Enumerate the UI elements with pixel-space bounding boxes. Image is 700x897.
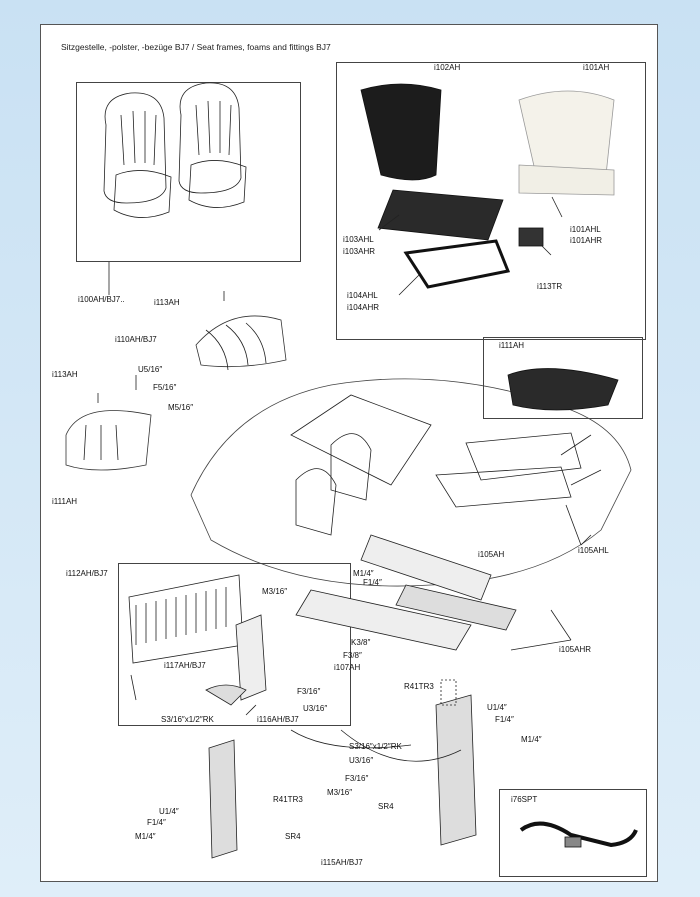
shell-detail-box	[483, 337, 643, 419]
label-M3-16-a: M3/16″	[262, 587, 288, 596]
rear-panel-box	[118, 563, 351, 726]
label-M3-16-b: M3/16″	[327, 788, 353, 797]
label-M1-4-a: M1/4″	[353, 569, 374, 578]
label-i111AH: i111AH	[52, 497, 78, 506]
label-i105AHR: i105AHR	[559, 645, 592, 654]
label-F3-8: F3/8″	[343, 651, 362, 660]
label-i113AH-upper: i113AH	[154, 298, 180, 307]
label-SR4-b: SR4	[285, 832, 301, 841]
label-i112AH: i112AH/BJ7	[66, 569, 108, 578]
label-F1-4-b: F1/4″	[495, 715, 514, 724]
label-i76SPT: i76SPT	[511, 795, 538, 804]
label-i113TR: i113TR	[537, 282, 563, 291]
label-F5-16: F5/16″	[153, 383, 177, 392]
label-i104AHL: i104AHL	[347, 291, 378, 300]
label-F3-16-b: F3/16″	[345, 774, 369, 783]
catalog-sheet: Sitzgestelle, -polster, -bezüge BJ7 / Se…	[40, 24, 658, 882]
label-M1-4-b: M1/4″	[521, 735, 542, 744]
parts-drawing	[65, 82, 638, 859]
label-M1-4-c: M1/4″	[135, 832, 156, 841]
label-R41TR3-a: R41TR3	[404, 682, 434, 691]
label-i101AHL: i101AHL	[570, 225, 601, 234]
label-U1-4-b: U1/4″	[159, 807, 179, 816]
label-i111AH-box: i111AH	[499, 341, 525, 350]
label-i110AH: i110AH/BJ7	[115, 335, 157, 344]
seat-cushion-upper	[195, 315, 287, 368]
seat-diaphragm	[403, 239, 511, 289]
label-S3-16-a: S3/16″x1/2″RK	[161, 715, 214, 724]
label-i117AH: i117AH/BJ7	[164, 661, 206, 670]
seat-shell-box	[336, 62, 646, 340]
label-SR4-a: SR4	[378, 802, 394, 811]
label-i107AH: i107AH	[334, 663, 361, 672]
label-S3-16-b: S3/16″x1/2″RK	[349, 742, 402, 751]
seat-belt	[519, 821, 638, 848]
label-U5-16: U5/16″	[138, 365, 163, 374]
label-i101AH: i101AH	[583, 63, 610, 72]
label-U3-16-a: U3/16″	[303, 704, 328, 713]
label-i100AH: i100AH/BJ7..	[78, 295, 125, 304]
label-U3-16-b: U3/16″	[349, 756, 374, 765]
label-i103AHL: i103AHL	[343, 235, 374, 244]
label-F1-4-c: F1/4″	[147, 818, 166, 827]
label-R41TR3-b: R41TR3	[273, 795, 303, 804]
rear-bracket-right	[435, 694, 477, 846]
seat-frame-lower	[295, 534, 517, 651]
label-F3-16-a: F3/16″	[297, 687, 321, 696]
car-body-outline	[190, 378, 632, 587]
seat-pair-box	[76, 82, 301, 262]
label-i101AHR: i101AHR	[570, 236, 603, 245]
label-U1-4-a: U1/4″	[487, 703, 507, 712]
label-i104AHR: i104AHR	[347, 303, 380, 312]
seat-pair-drawing	[103, 82, 247, 218]
label-F1-4-a: F1/4″	[363, 578, 382, 587]
label-i115AH: i115AH/BJ7	[321, 858, 363, 867]
label-i103AHR: i103AHR	[343, 247, 376, 256]
seat-cushion-lower	[65, 410, 152, 471]
seat-base-dark	[377, 189, 504, 241]
label-i113AH-lower: i113AH	[52, 370, 78, 379]
label-i105AHL: i105AHL	[578, 546, 609, 555]
shell-detail-drawing	[507, 368, 619, 411]
page-title: Sitzgestelle, -polster, -bezüge BJ7 / Se…	[61, 42, 331, 52]
label-i102AH: i102AH	[434, 63, 461, 72]
label-M5-16: M5/16″	[168, 403, 194, 412]
rear-bracket-left	[208, 739, 238, 859]
seat-belt-box	[499, 789, 647, 877]
label-K3-8: K3/8″	[351, 638, 371, 647]
label-i116AH: i116AH/BJ7	[257, 715, 299, 724]
seat-shell-dark	[360, 83, 442, 181]
label-i105AH: i105AH	[478, 550, 505, 559]
seat-frame-upper	[435, 432, 602, 508]
